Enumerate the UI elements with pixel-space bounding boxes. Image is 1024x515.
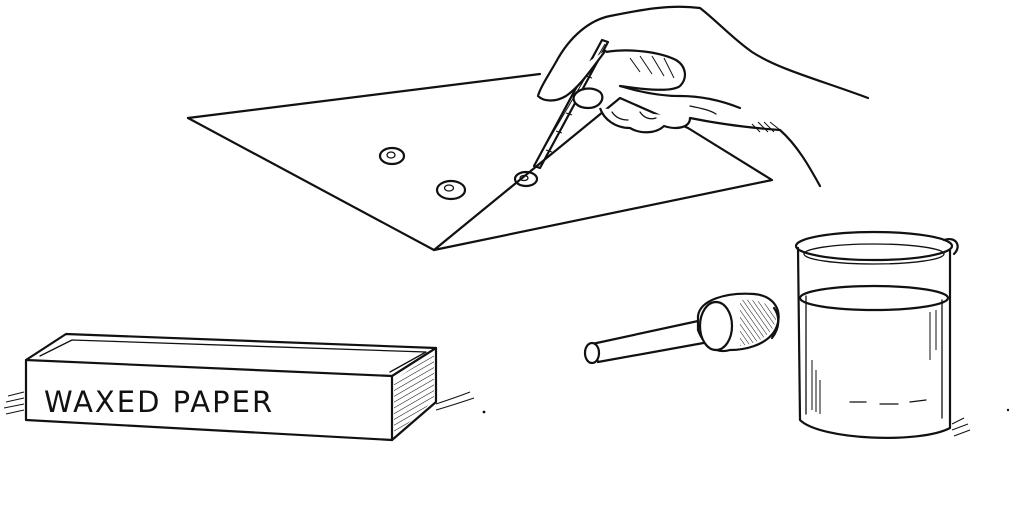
beaker bbox=[794, 230, 971, 439]
waxed-paper-sheet bbox=[186, 72, 774, 252]
water-drops bbox=[378, 146, 539, 201]
water-drop bbox=[513, 170, 539, 188]
waxed-paper-box: WAXED PAPER bbox=[3, 332, 475, 442]
hand bbox=[536, 5, 870, 188]
box-label: WAXED PAPER bbox=[44, 385, 274, 419]
eyedropper bbox=[583, 292, 780, 365]
water-drop bbox=[435, 179, 467, 201]
water-drop bbox=[378, 146, 406, 166]
